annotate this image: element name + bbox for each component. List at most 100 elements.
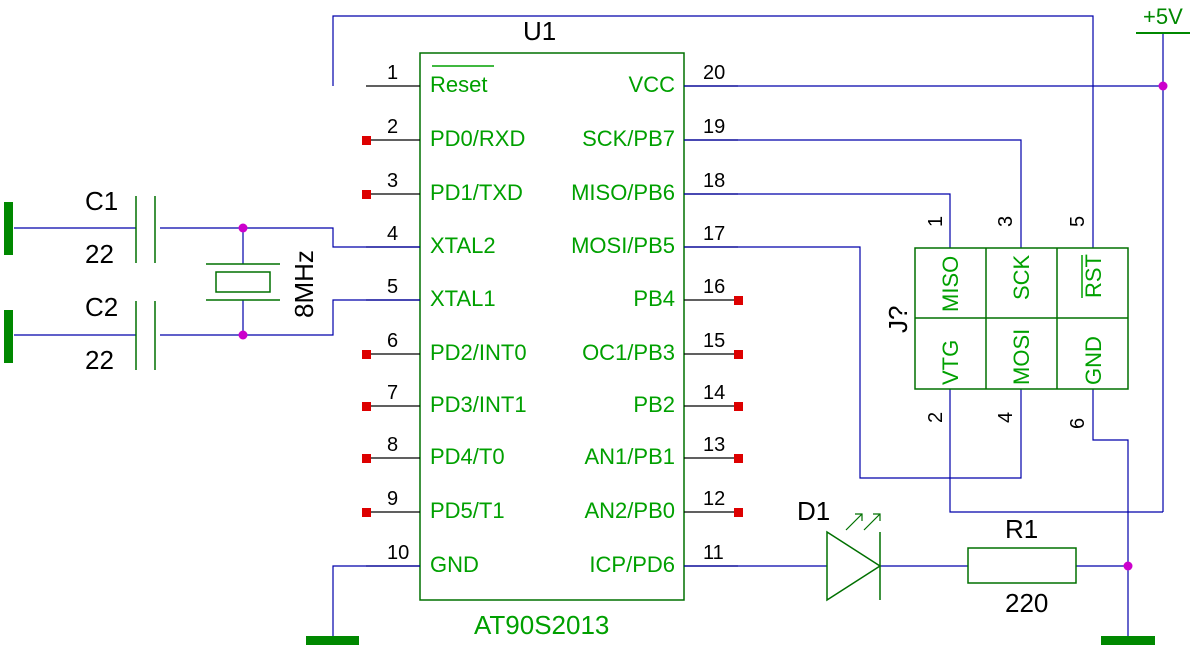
d1-triangle [826,530,882,602]
no-connect-marker [734,508,743,517]
junctions [238,81,1168,571]
header-pin-miso-label: MISO [938,256,963,312]
header-pin-vtg-label: VTG [938,340,963,385]
pin-number-label: 20 [703,62,725,84]
c1-ground-bar [4,202,13,255]
pin-number-label: 12 [703,488,725,510]
junction-dot [1123,561,1133,571]
header-pin-sck-label: SCK [1009,254,1034,300]
sck-wire [684,139,1022,248]
c2-component[interactable]: C2 22 [4,292,156,375]
reset-wire [332,15,1094,248]
no-connect-marker [362,454,371,463]
c1-reference: C1 [85,186,118,216]
pin-name-label: SCK/PB7 [582,126,675,151]
d1-light-arrow [845,513,863,531]
supply-5v: +5V [1136,4,1190,34]
d1-light-arrowhead [873,513,881,521]
u1-part-number: AT90S2013 [474,610,609,640]
pin-number-label: 11 [703,542,724,564]
pin-name-label: PB2 [633,392,675,417]
supply-label: +5V [1143,4,1183,29]
pin-number-label: 8 [387,434,398,456]
junction-dot [238,223,248,233]
wires [14,15,1164,636]
d1-light-arrow [863,513,881,531]
header-reference: J? [883,306,913,333]
pin-name-label: AN2/PB0 [585,498,676,523]
pin-name-label: PD3/INT1 [430,392,527,417]
xtal2-wire [160,227,420,248]
d1-reference: D1 [797,496,830,526]
no-connect-marker [734,454,743,463]
no-connect-marker [362,136,371,145]
pin-number-label: 10 [387,542,409,564]
no-connect-marker [362,350,371,359]
r1-value: 220 [1005,588,1048,618]
miso-wire [684,193,951,248]
junction-dot [1158,81,1168,91]
no-connect-marker [362,190,371,199]
pin-name-label: GND [430,552,479,577]
pin-name-label: PD5/T1 [430,498,505,523]
c1-value: 22 [85,239,114,269]
no-connect-marker [734,296,743,305]
u1-reference: U1 [523,16,556,46]
header-pin-number: 6 [1067,418,1089,429]
pin-name-label: PD0/RXD [430,126,525,151]
header-pin-gnd-label: GND [1081,336,1106,385]
no-connect-marker [734,350,743,359]
pin-number-label: 5 [387,276,398,298]
pin-name-label: AN1/PB1 [585,444,676,469]
pin-name-label: MISO/PB6 [571,180,675,205]
pin-number-label: 1 [387,62,398,84]
pin-number-label: 13 [703,434,725,456]
pin-number-label: 2 [387,116,398,138]
u1-body [419,52,685,601]
crystal-value: 8MHz [289,250,319,318]
no-connect-marker [362,402,371,411]
header-pin-number: 1 [925,216,947,227]
pin-number-label: 15 [703,330,725,352]
r1-body [967,547,1077,584]
header-pin-number: 3 [995,216,1017,227]
pin-number-label: 14 [703,382,725,404]
ground-symbol-u1 [306,636,359,645]
pin-number-label: 19 [703,116,725,138]
no-connect-marker [734,402,743,411]
c2-value: 22 [85,345,114,375]
isp-header-component[interactable]: J? MISO SCK RST VTG MOSI GND 1 3 5 2 4 6 [883,216,1129,429]
mosi-wire [684,246,1022,479]
header-pin-rst-label: RST [1081,254,1106,298]
d1-component[interactable]: D1 [797,496,882,602]
vtg-wire [949,389,1163,513]
pin-name-label: ICP/PD6 [589,552,675,577]
pin-name-label: MOSI/PB5 [571,233,675,258]
pin-name-label: OC1/PB3 [582,340,675,365]
ground-symbol-r1 [1101,636,1155,645]
pin-name-label: PD2/INT0 [430,340,527,365]
r1-component[interactable]: R1 220 [967,514,1077,618]
pin-number-label: 18 [703,170,725,192]
header-pin-number: 4 [995,412,1017,423]
pin-number-label: 4 [387,223,398,245]
pin-number-label: 16 [703,276,725,298]
crystal-component[interactable]: 8MHz [206,250,319,318]
c1-component[interactable]: C1 22 [4,186,156,269]
header-gnd-wire [1092,389,1129,636]
u1-gnd-wire [332,565,420,636]
pin-number-label: 9 [387,488,398,510]
r1-reference: R1 [1005,514,1038,544]
pin-name-label: XTAL1 [430,286,496,311]
pin-number-label: 6 [387,330,398,352]
pin-name-label: PB4 [633,286,675,311]
header-pin-number: 5 [1067,216,1089,227]
pin-name-label: VCC [629,72,676,97]
pin-name-label: Reset [430,72,487,97]
pin-name-label: PD4/T0 [430,444,505,469]
pin-number-label: 3 [387,170,398,192]
pin-name-label: XTAL2 [430,233,496,258]
crystal-body [215,271,271,293]
